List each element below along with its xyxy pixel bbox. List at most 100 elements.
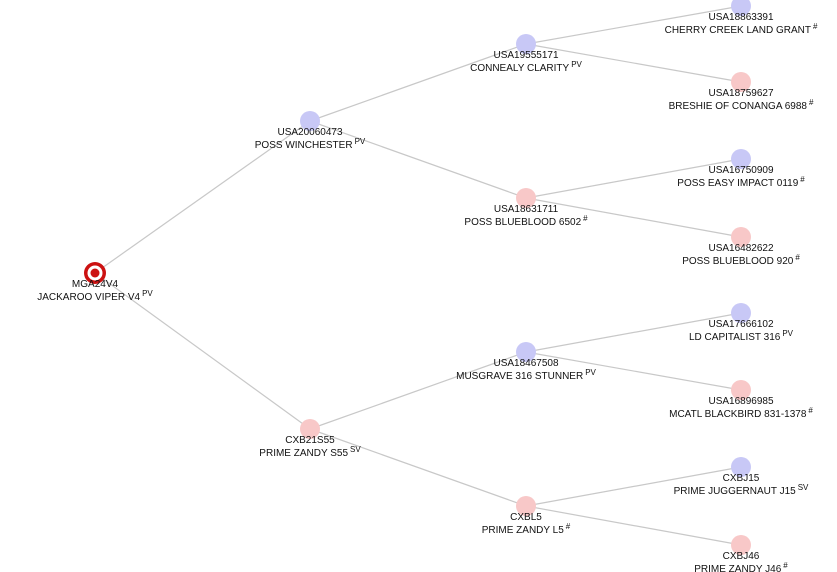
male-node-circle[interactable] [731, 303, 751, 323]
node-name-text-dss: LD CAPITALIST 316 [689, 332, 781, 343]
node-tag-sdd: # [795, 253, 800, 262]
female-node-circle[interactable] [516, 496, 536, 516]
node-id-ddd: CXBJ46 [723, 551, 760, 562]
male-node-circle[interactable] [516, 34, 536, 54]
node-name-text-sd: POSS BLUEBLOOD 6502 [464, 217, 581, 228]
edge-sire-sd [309, 120, 527, 199]
node-name-text-subject: JACKAROO VIPER V4 [37, 292, 140, 303]
node-tag-ds: PV [585, 368, 596, 377]
node-name-text-sdd: POSS BLUEBLOOD 920 [682, 256, 794, 267]
node-tag-subject: PV [142, 289, 153, 298]
female-node-circle[interactable] [516, 188, 536, 208]
node-name-sdd: POSS BLUEBLOOD 920# [682, 253, 800, 267]
target-center [90, 268, 100, 278]
edge-ss-sss [525, 5, 742, 45]
female-node-circle[interactable] [300, 419, 320, 439]
edge-ds-dss [525, 312, 742, 353]
node-tag-ss: PV [571, 60, 582, 69]
node-tag-sss: # [813, 22, 818, 31]
node-tag-dsd: # [808, 406, 813, 415]
male-node-circle[interactable] [731, 0, 751, 16]
edge-ss-ssd [525, 43, 742, 83]
edge-dd-ddd [525, 505, 742, 546]
node-id-sire: USA20060473 [277, 127, 342, 138]
node-tag-dss: PV [782, 329, 793, 338]
edge-dd-dds [525, 466, 742, 507]
male-node-circle[interactable] [516, 342, 536, 362]
node-name-text-ss: CONNEALY CLARITY [470, 63, 569, 74]
node-name-text-dd: PRIME ZANDY L5 [482, 525, 564, 536]
node-tag-ddd: # [783, 561, 788, 570]
node-id-dsd: USA16896985 [708, 396, 773, 407]
node-id-sd: USA18631711 [494, 204, 559, 215]
node-id-dds: CXBJ15 [723, 473, 760, 484]
node-name-text-dds: PRIME JUGGERNAUT J15 [674, 486, 796, 497]
female-node-circle[interactable] [731, 72, 751, 92]
edge-sire-ss [309, 43, 527, 122]
node-name-text-sss: CHERRY CREEK LAND GRANT [665, 25, 811, 36]
male-node-circle[interactable] [300, 111, 320, 131]
node-name-text-dsd: MCATL BLACKBIRD 831-1378 [669, 409, 807, 420]
female-node-circle[interactable] [731, 227, 751, 247]
node-tag-sds: # [800, 175, 805, 184]
node-tag-dd: # [566, 522, 571, 531]
female-node-circle[interactable] [731, 535, 751, 555]
male-node-circle[interactable] [731, 457, 751, 477]
node-id-ssd: USA18759627 [708, 88, 773, 99]
node-id-sds: USA16750909 [708, 165, 773, 176]
node-name-sd: POSS BLUEBLOOD 6502# [464, 214, 588, 228]
node-tag-sd: # [583, 214, 588, 223]
node-id-subject: MGA24V4 [72, 279, 119, 290]
edge-sd-sdd [525, 197, 742, 238]
node-name-text-sds: POSS EASY IMPACT 0119 [677, 178, 798, 189]
edge-dam-ds [309, 351, 527, 430]
edge-ds-dsd [525, 351, 742, 391]
node-tag-dds: SV [798, 483, 809, 492]
node-name-sss: CHERRY CREEK LAND GRANT# [665, 22, 818, 36]
node-id-ss: USA19555171 [493, 50, 558, 61]
female-node-circle[interactable] [731, 380, 751, 400]
pedigree-edges [94, 5, 742, 546]
edge-subject-dam [94, 272, 311, 430]
node-id-dd: CXBL5 [510, 512, 542, 523]
edge-dam-dd [309, 428, 527, 507]
node-tag-sire: PV [355, 137, 366, 146]
node-name-dd: PRIME ZANDY L5# [482, 522, 571, 536]
node-id-ds: USA18467508 [493, 358, 558, 369]
node-name-text-ssd: BRESHIE OF CONANGA 6988 [669, 101, 808, 112]
node-name-text-dam: PRIME ZANDY S55 [259, 448, 348, 459]
node-id-dam: CXB21S55 [285, 435, 335, 446]
node-name-text-ddd: PRIME ZANDY J46 [694, 564, 781, 572]
node-name-text-sire: POSS WINCHESTER [255, 140, 353, 151]
node-name-dsd: MCATL BLACKBIRD 831-1378# [669, 406, 813, 420]
node-tag-ssd: # [809, 98, 814, 107]
node-name-text-ds: MUSGRAVE 316 STUNNER [456, 371, 583, 382]
node-id-sss: USA18863391 [708, 12, 773, 23]
node-name-sds: POSS EASY IMPACT 0119# [677, 175, 805, 189]
male-node-circle[interactable] [731, 149, 751, 169]
node-id-dss: USA17666102 [708, 319, 773, 330]
edge-subject-sire [94, 120, 311, 274]
